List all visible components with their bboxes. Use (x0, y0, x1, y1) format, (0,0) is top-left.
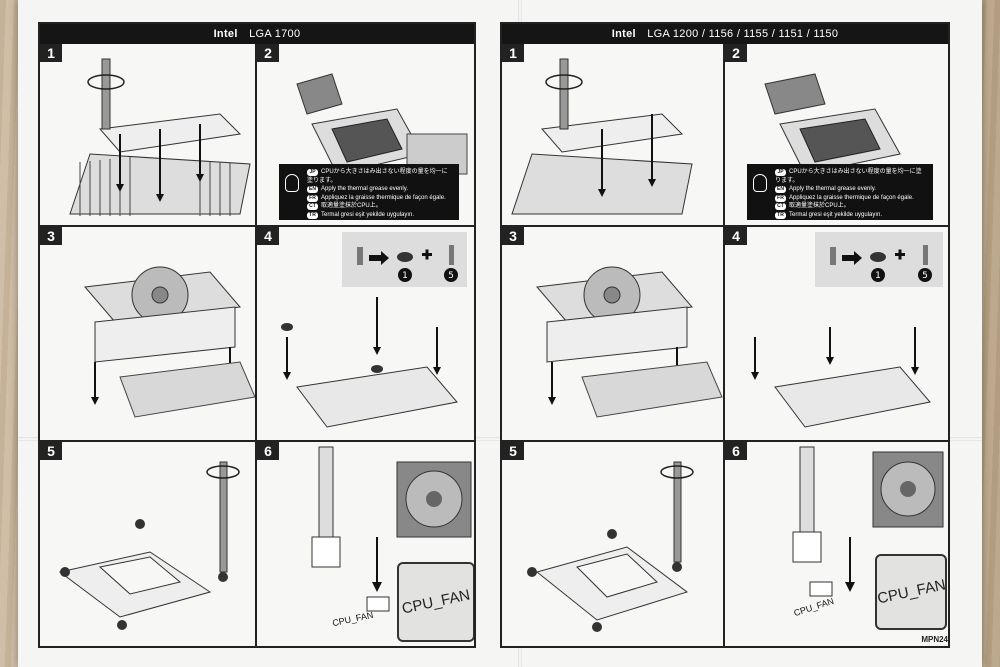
part-a-number: 1 (875, 271, 881, 281)
lang-code: CT (775, 203, 786, 210)
cpu-fan-label-box: CPU_FAN (397, 562, 474, 642)
footer-model-code: MPN24 (921, 635, 948, 644)
note-line: Apply the thermal grease evenly. (789, 186, 876, 192)
brand-label: Intel (213, 28, 238, 40)
cooler-mount-illustration (84, 266, 255, 418)
step-number: 1 (502, 44, 524, 62)
note-line: Appliquez la graisse thermique de façon … (789, 194, 914, 201)
part-b-number: 5 (922, 271, 928, 281)
step-number: 3 (40, 227, 62, 245)
step-number: 4 (725, 227, 747, 245)
note-line: CPUから大きさはみ出さない程度の量を均一に塗ります。 (775, 169, 922, 184)
lang-code: TR (775, 211, 786, 219)
step-6-panel: 6 CPU_FAN CPU_FAN MPN24 (725, 442, 948, 646)
lang-code: JP (307, 169, 318, 176)
brand-label: Intel (611, 28, 636, 40)
lightbulb-icon (753, 174, 767, 192)
socket-label: LGA 1200 / 1156 / 1155 / 1151 / 1150 (647, 28, 839, 40)
step-number: 6 (257, 442, 279, 460)
lang-code: TR (307, 211, 318, 219)
cpu-fan-label-box: CPU_FAN (875, 554, 947, 630)
backplate-screws-illustration: 1 5 (751, 232, 943, 428)
step-number: 2 (725, 44, 747, 62)
section-banner: Intel LGA 1700 (40, 24, 474, 44)
cpu-socket-illustration (764, 73, 901, 175)
note-line: CPUから大きさはみ出さない程度の量を均一に塗ります。 (307, 169, 448, 184)
screw-tightening-illustration (58, 461, 240, 630)
step-number: 5 (40, 442, 62, 460)
socket-label: LGA 1700 (249, 28, 301, 40)
step-number: 5 (502, 442, 524, 460)
lang-code: FR (775, 194, 786, 202)
fan-cable-illustration (311, 446, 472, 612)
note-line: Apply the thermal grease evenly. (321, 186, 408, 192)
section-banner: Intel LGA 1200 / 1156 / 1155 / 1151 / 11… (502, 24, 948, 44)
part-b-number: 5 (448, 271, 454, 281)
step-number: 3 (502, 227, 524, 245)
lang-code: JP (775, 169, 786, 176)
step-1-panel: 1 (40, 44, 257, 227)
step-5-panel: 5 (502, 442, 725, 646)
lga1700-instructions: Intel LGA 1700 1 (38, 22, 476, 648)
lang-code: CT (307, 203, 318, 210)
lang-code: FR (307, 194, 318, 202)
cpu-fan-box-label: CPU_FAN (875, 576, 948, 608)
lga1200-instructions: Intel LGA 1200 / 1156 / 1155 / 1151 / 11… (500, 22, 950, 648)
note-line: Appliquez la graisse thermique de façon … (321, 194, 446, 201)
lang-code: EN (775, 186, 786, 193)
lang-code: EN (307, 186, 318, 193)
steps-grid: 1 2 (502, 44, 948, 646)
fan-cable-illustration (792, 446, 944, 597)
cooler-bracket-illustration (511, 58, 693, 215)
backplate-screws-illustration: 1 5 (281, 232, 467, 428)
step-1-panel: 1 (502, 44, 725, 227)
note-line: Termal gresi eşit yekilde uygulayın. (321, 211, 415, 218)
part-a-number: 1 (402, 271, 408, 281)
cooler-bracket-illustration (69, 58, 251, 216)
step-number: 6 (725, 442, 747, 460)
step-4-panel: 4 1 5 (725, 227, 948, 442)
step-3-panel: 3 (40, 227, 257, 442)
step-3-panel: 3 (502, 227, 725, 442)
lightbulb-icon (285, 174, 299, 192)
cooler-mount-illustration (536, 266, 723, 418)
cpu-socket-illustration (296, 73, 468, 175)
step-number: 4 (257, 227, 279, 245)
steps-grid: 1 (40, 44, 474, 646)
step-6-panel: 6 CPU_FAN CPU_FAN (257, 442, 474, 646)
note-line: Termal gresi eşit yekilde uygulayın. (789, 211, 883, 218)
note-line: 取適量塗抹於CPU上。 (321, 203, 382, 209)
step-number: 1 (40, 44, 62, 62)
step-number: 2 (257, 44, 279, 62)
step-4-panel: 4 1 5 (257, 227, 474, 442)
step-5-panel: 5 (40, 442, 257, 646)
cpu-fan-box-label: CPU_FAN (400, 586, 472, 618)
screw-tightening-illustration (527, 461, 694, 632)
note-line: 取適量塗抹於CPU上。 (789, 203, 850, 209)
